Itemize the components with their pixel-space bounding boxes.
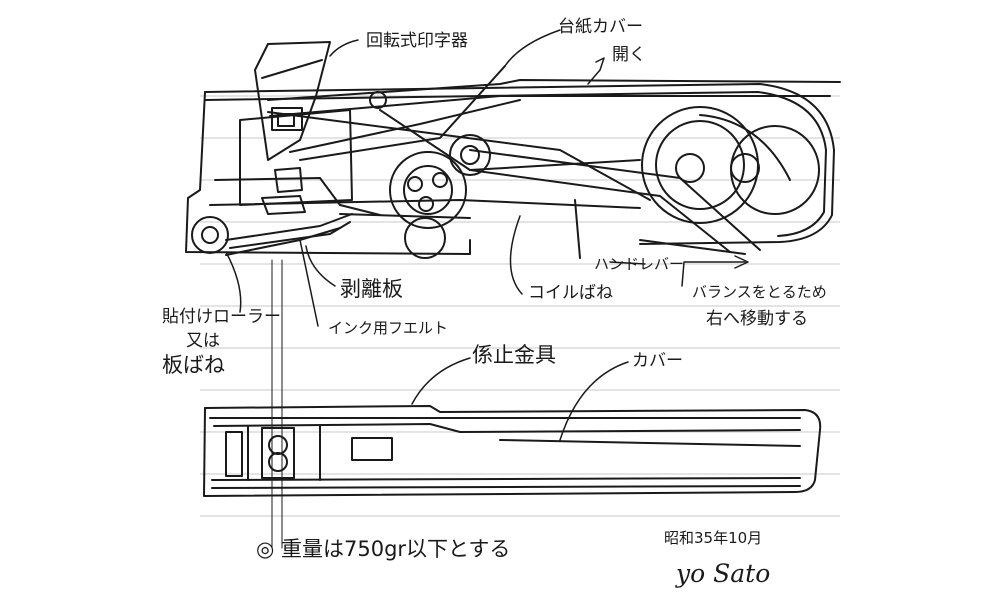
label-applicator-roller-line1: 貼付けローラー: [162, 307, 281, 327]
label-coil-spring: コイルばね: [528, 283, 613, 303]
weight-note: ◎ 重量は750gr以下とする: [256, 537, 511, 561]
label-applicator-roller-line2: 又は: [186, 331, 220, 351]
label-ink-felt: インク用フエルト: [328, 319, 449, 337]
label-stop-fitting: 係止金具: [472, 343, 556, 367]
label-applicator-roller-line3: 板ばね: [162, 353, 225, 377]
label-cover: カバー: [632, 351, 683, 371]
label-balance-note-line2: 右へ移動する: [706, 309, 808, 329]
projection-lines: [271, 259, 283, 549]
label-open-direction: 開く: [612, 45, 646, 65]
label-rotary-stamper: 回転式印字器: [366, 31, 468, 51]
label-hand-lever: ハンドレバー: [594, 255, 685, 273]
top-view: [203, 405, 822, 497]
date-note: 昭和35年10月: [664, 529, 763, 547]
signature: yo Sato: [676, 559, 771, 588]
label-backing-cover: 台紙カバー: [558, 17, 643, 37]
leader-lines: [225, 29, 749, 441]
side-view: [185, 41, 841, 259]
label-balance-note-line1: バランスをとるため: [692, 283, 827, 301]
label-peel-plate: 剥離板: [340, 277, 403, 301]
side-view-rollers: [191, 91, 820, 259]
